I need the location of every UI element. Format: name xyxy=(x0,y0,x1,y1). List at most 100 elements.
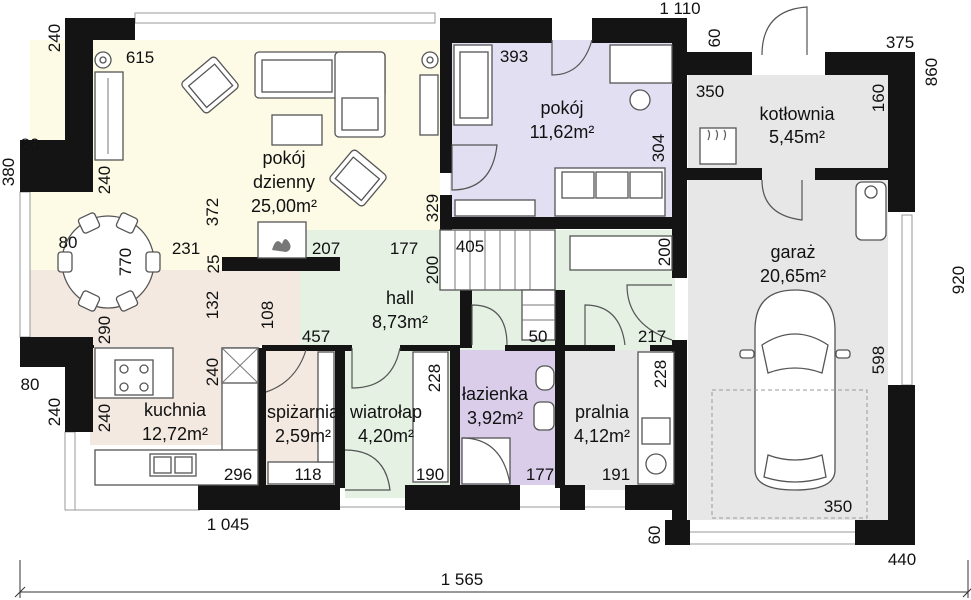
kitchen-name: kuchnia xyxy=(144,400,207,420)
door-laundry xyxy=(584,304,626,346)
window-left-dining xyxy=(19,191,31,338)
dim-label: 132 xyxy=(203,291,222,319)
dim-label: 920 xyxy=(949,266,968,294)
living-room-area: 25,00m² xyxy=(251,196,317,216)
dim-label: 457 xyxy=(302,327,330,346)
washing-machine xyxy=(645,453,667,475)
boiler-room-area: 5,45m² xyxy=(769,127,825,147)
dim-label: 770 xyxy=(116,248,135,276)
dim-label: 615 xyxy=(126,48,154,67)
dim-label: 380 xyxy=(0,158,18,186)
dim-label: 177 xyxy=(526,465,554,484)
dim-label: 108 xyxy=(258,301,277,329)
dim-label: 304 xyxy=(649,134,668,162)
dim-label: 860 xyxy=(922,58,941,86)
dim-label: 228 xyxy=(651,360,670,388)
dim-label: 80 xyxy=(21,135,40,154)
fireplace xyxy=(257,221,307,259)
door-room xyxy=(451,144,498,191)
dining-table xyxy=(57,212,161,312)
dim-label: 329 xyxy=(423,194,442,222)
living-room-name-2: dzienny xyxy=(253,172,315,192)
door-hall-garage xyxy=(626,284,673,341)
motorbike xyxy=(855,181,887,241)
wardrobe xyxy=(412,351,449,483)
dim-label: 350 xyxy=(824,497,852,516)
chair xyxy=(629,89,651,111)
dim-label: 372 xyxy=(203,198,222,226)
garage-name: garaż xyxy=(770,242,815,262)
pantry-shelf xyxy=(267,461,335,485)
door-boiler-entrance xyxy=(761,6,808,56)
window-top-living xyxy=(134,12,436,24)
side-cabinet xyxy=(419,74,439,136)
dimension-labels: 1 110 60 375 860 240 615 393 350 160 304… xyxy=(0,0,968,589)
laundry-name: pralnia xyxy=(575,402,630,422)
dim-label: 598 xyxy=(869,346,888,374)
furniture xyxy=(57,44,887,519)
dim-label: 350 xyxy=(696,82,724,101)
dim-label: 60 xyxy=(645,526,664,545)
bathroom-area: 3,92m² xyxy=(467,408,523,428)
bathroom-name: łazienka xyxy=(462,384,529,404)
washbasin xyxy=(533,401,555,431)
dim-label: 240 xyxy=(95,404,114,432)
dim-label: 1 110 xyxy=(659,0,700,18)
living-room-name-1: pokój xyxy=(262,148,305,168)
dim-label: 118 xyxy=(294,465,321,484)
door-room-top xyxy=(551,39,593,76)
pantry-area: 2,59m² xyxy=(275,426,331,446)
staircase xyxy=(439,229,556,341)
vestibule-name: wiatrołap xyxy=(349,402,422,422)
dim-label: 191 xyxy=(602,465,630,484)
hall-name: hall xyxy=(386,288,414,308)
walls xyxy=(20,18,915,545)
dim-label: 60 xyxy=(705,29,724,48)
armchair-bottom xyxy=(329,149,387,207)
dim-label: 80 xyxy=(59,233,78,252)
car xyxy=(739,289,851,491)
dim-label: 405 xyxy=(456,237,484,256)
dim-label: 440 xyxy=(888,550,916,569)
boiler-room-name: kotłownia xyxy=(759,104,835,124)
hall-area: 8,73m² xyxy=(372,312,428,332)
dim-label: 190 xyxy=(416,465,444,484)
dim-label: 177 xyxy=(390,239,418,258)
dim-label: 393 xyxy=(500,47,528,66)
hall-wardrobe xyxy=(569,235,673,271)
armchair-top xyxy=(181,56,239,114)
dim-label: 217 xyxy=(638,327,666,346)
dim-label: 1 045 xyxy=(207,515,250,534)
parking-outline xyxy=(711,389,868,519)
dim-label: 240 xyxy=(95,166,114,194)
dim-label: 231 xyxy=(172,239,200,258)
dim-label: 240 xyxy=(203,358,222,386)
window-kitchen-bottom xyxy=(64,431,76,511)
dim-label: 375 xyxy=(886,33,914,52)
dim-label: 207 xyxy=(312,239,340,258)
toilet xyxy=(535,365,555,391)
kitchen-area: 12,72m² xyxy=(142,424,208,444)
dim-label: 25 xyxy=(204,255,223,274)
dim-label: 160 xyxy=(869,84,888,112)
desk xyxy=(609,44,673,84)
dim-label: 290 xyxy=(95,316,114,344)
pantry-name: spiżarnia xyxy=(267,402,340,422)
door-entrance xyxy=(344,449,391,491)
dim-label: 240 xyxy=(45,398,64,426)
dim-label: 1 565 xyxy=(441,570,484,589)
window-garage-right xyxy=(901,214,913,386)
door-garage xyxy=(761,179,803,221)
room-name: pokój xyxy=(540,98,583,118)
coffee-table xyxy=(271,114,323,146)
door-pantry xyxy=(265,349,307,393)
door-bath xyxy=(471,304,508,346)
laundry-area: 4,12m² xyxy=(574,426,630,446)
room-area: 11,62m² xyxy=(530,122,595,142)
sofa-corner xyxy=(254,51,386,138)
room-labels: pokój dzienny 25,00m² pokój 11,62m² kotł… xyxy=(142,98,836,446)
garage-area: 20,65m² xyxy=(760,266,826,286)
dim-label: 200 xyxy=(655,238,674,266)
dim-label: 80 xyxy=(21,375,40,394)
